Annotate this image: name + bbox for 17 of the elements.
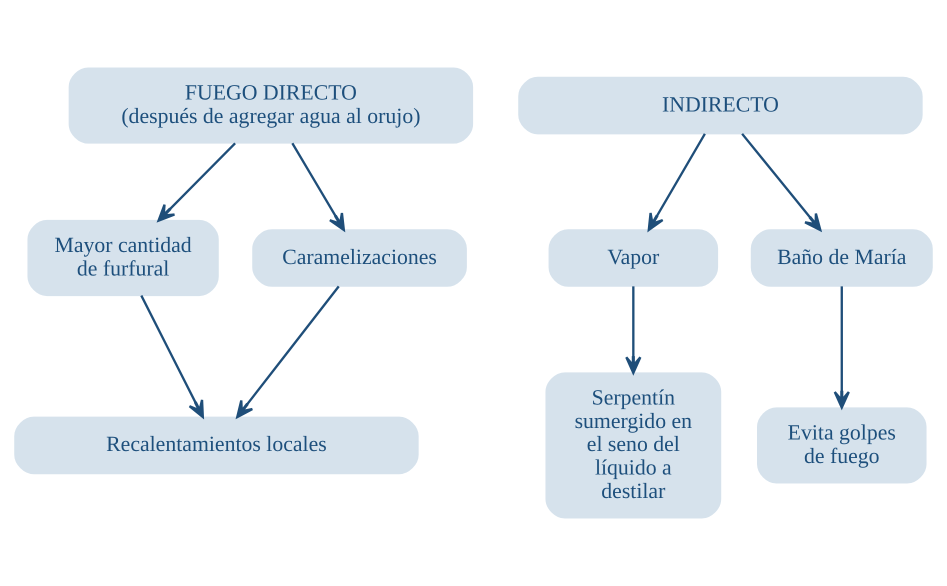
arrow <box>625 286 642 374</box>
arrow <box>834 286 850 409</box>
node-box: FUEGO DIRECTO (después de agregar agua al orujo) <box>68 67 474 144</box>
arrow <box>648 133 706 232</box>
node-box: Baño de María <box>750 229 933 287</box>
node-box: Vapor <box>548 229 718 287</box>
node-box: Caramelizaciones <box>252 229 467 287</box>
arrow <box>236 286 340 418</box>
node-box: Serpentín sumergido en el seno del líquido a destilar <box>545 372 722 519</box>
node-box: Evita golpes de fuego <box>757 407 927 484</box>
arrow <box>291 142 346 232</box>
arrow <box>157 142 236 222</box>
arrow <box>741 133 822 232</box>
node-box: INDIRECTO <box>518 76 923 134</box>
node-box: Mayor cantidad de furfural <box>27 220 219 296</box>
arrow <box>140 295 204 418</box>
node-box: Recalentamientos locales <box>14 416 419 474</box>
